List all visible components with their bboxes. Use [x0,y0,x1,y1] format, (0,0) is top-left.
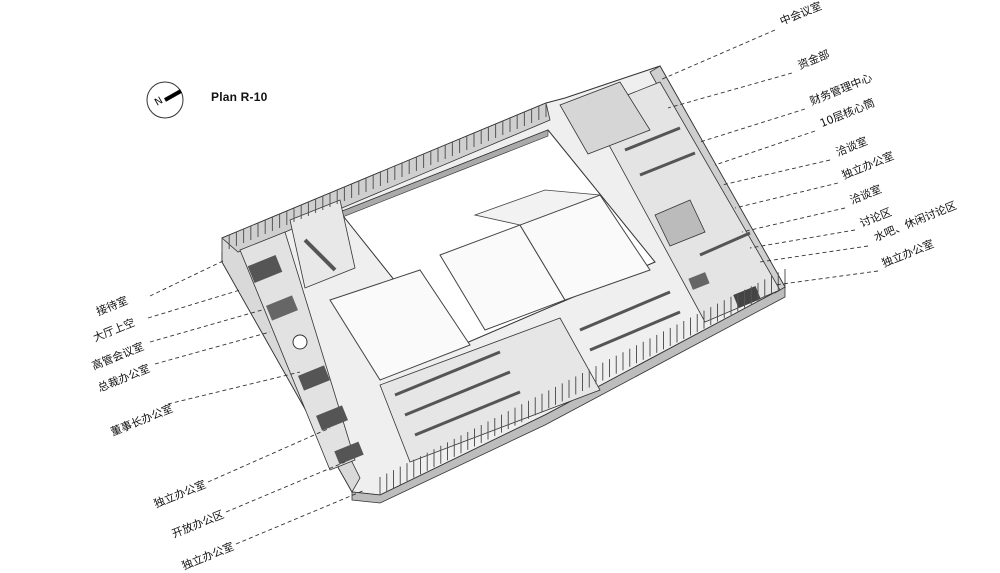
leader-line [167,371,301,405]
leader-line [714,130,816,166]
compass-letter: N [153,95,165,108]
leader-line [659,29,776,81]
leader-line [225,461,346,513]
label-leader-lines [147,29,879,545]
leader-line [149,309,263,343]
leader-line [741,207,846,233]
leader-line [207,427,331,483]
leader-line [759,245,869,263]
leader-line [734,182,839,209]
leader-line [149,259,226,297]
north-compass-icon: N [146,81,184,119]
leader-line [147,289,241,319]
building-massing [221,65,786,504]
plan-title: Plan R-10 [211,90,268,104]
leader-line [721,159,831,186]
leader-line [699,108,806,143]
leader-line [235,489,366,545]
leader-line [749,229,856,249]
leader-line [774,270,879,286]
leader-line [667,72,793,109]
leader-line [154,331,271,365]
